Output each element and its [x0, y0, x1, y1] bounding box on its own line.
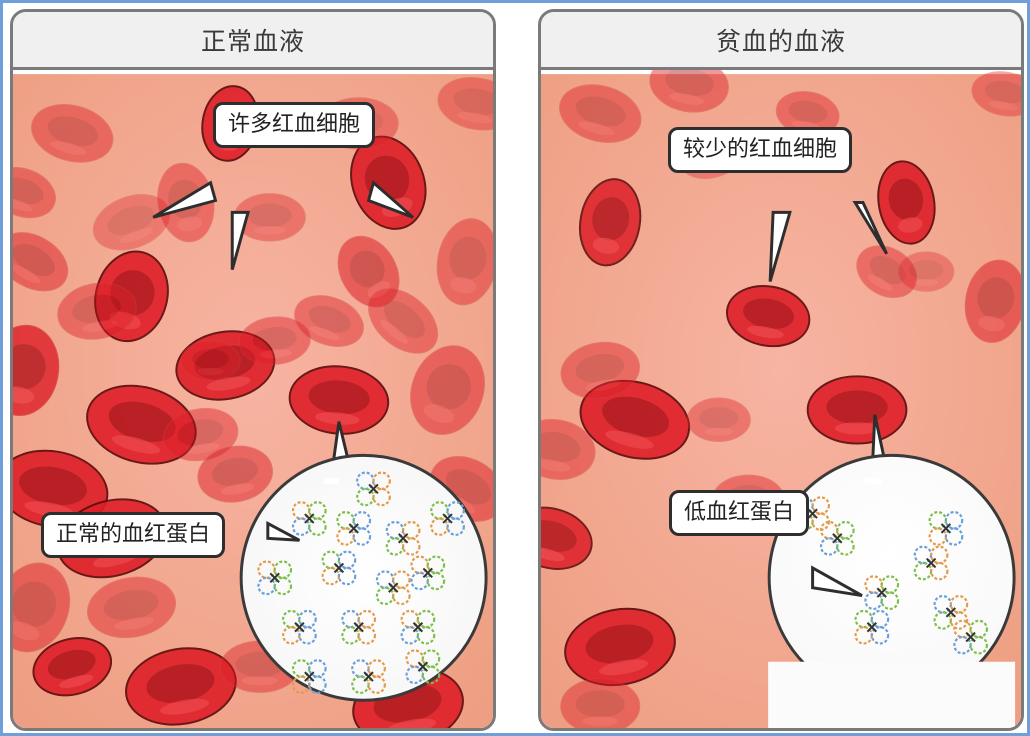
- hemoglobin-molecule: [430, 501, 465, 536]
- red-blood-cell: [564, 607, 676, 687]
- panel-normal-blood: 正常血液: [10, 9, 496, 731]
- red-blood-cell: [86, 384, 197, 465]
- red-blood-cell: [559, 84, 642, 143]
- red-blood-cell: [541, 506, 593, 570]
- red-blood-cell: [175, 330, 276, 401]
- red-blood-cell: [898, 251, 955, 292]
- red-blood-cell: [288, 365, 390, 435]
- red-blood-cell: [162, 407, 239, 462]
- hemoglobin-molecule: [291, 659, 327, 694]
- label-many-red-cells: 许多红血细胞: [213, 102, 376, 148]
- callout-tail: [230, 210, 251, 271]
- red-blood-cell: [86, 576, 177, 639]
- red-blood-cell: [13, 167, 56, 219]
- blood-scene: [13, 74, 493, 728]
- hemoglobin-molecule: [356, 471, 391, 507]
- red-blood-cell: [337, 235, 400, 308]
- hemoglobin-molecule: [351, 659, 386, 694]
- red-blood-cell: [856, 245, 917, 299]
- callout-tail: [768, 210, 792, 282]
- hemoglobin-zoom-circle: [239, 453, 488, 702]
- red-blood-cell: [541, 418, 596, 480]
- hemoglobin-molecule: [400, 609, 436, 645]
- red-blood-cell: [13, 324, 60, 417]
- callout-tail: [852, 201, 889, 255]
- red-blood-cell: [560, 341, 640, 399]
- hemoglobin-molecule: [321, 550, 357, 586]
- red-blood-cell: [294, 295, 364, 347]
- red-blood-cell: [125, 647, 237, 726]
- red-blood-cell: [238, 316, 311, 366]
- red-blood-cell: [13, 449, 109, 529]
- hemoglobin-molecule: [375, 570, 411, 606]
- callout-tail: [266, 521, 301, 542]
- hemoglobin-molecule: [257, 560, 293, 596]
- label-fewer-red-cells: 较少的红血细胞: [668, 127, 853, 173]
- hemoglobin-molecule: [928, 511, 964, 546]
- red-blood-cell: [964, 259, 1021, 343]
- callout-tail: [152, 180, 218, 219]
- red-blood-cell: [971, 71, 1021, 117]
- panel-title: 贫血的血液: [541, 12, 1021, 70]
- hemoglobin-molecule: [405, 649, 441, 685]
- hemoglobin-molecule: [291, 501, 327, 536]
- hemoglobin-molecule: [282, 609, 317, 645]
- hemoglobin-molecule: [410, 555, 446, 591]
- panel-anemic-blood: 贫血的血液 较少的红血细胞 低血红蛋: [538, 9, 1024, 731]
- label-normal-hemoglobin: 正常的血红蛋白: [41, 512, 226, 558]
- label-low-hemoglobin: 低血红蛋白: [669, 490, 810, 536]
- red-blood-cell: [806, 375, 908, 445]
- red-blood-cell: [233, 193, 306, 242]
- red-blood-cell: [92, 194, 171, 251]
- red-blood-cell: [32, 637, 113, 697]
- red-blood-cell: [31, 104, 114, 163]
- red-blood-cell: [579, 178, 642, 267]
- red-blood-cell: [94, 250, 169, 343]
- red-blood-cell: [649, 70, 729, 113]
- red-blood-cell: [197, 445, 273, 503]
- hemoglobin-molecule: [854, 609, 890, 645]
- red-blood-cell: [13, 562, 71, 653]
- callout-tail: [366, 180, 414, 219]
- red-blood-cell: [57, 282, 137, 340]
- red-blood-cell: [436, 218, 493, 306]
- callout-tail: [811, 565, 863, 598]
- hemoglobin-molecule: [341, 609, 377, 645]
- hemoglobin-molecule: [336, 511, 372, 546]
- zoom-fade: [768, 661, 1016, 728]
- hemoglobin-molecule: [385, 520, 421, 556]
- red-blood-cell: [410, 345, 485, 436]
- hemoglobin-molecule: [953, 619, 989, 655]
- red-blood-cell: [579, 379, 691, 460]
- blood-scene: [541, 70, 1021, 728]
- red-blood-cell: [560, 678, 641, 728]
- red-blood-cell: [725, 285, 811, 348]
- red-blood-cell: [877, 160, 936, 245]
- hemoglobin-molecule: [913, 545, 949, 581]
- hemoglobin-molecule: [819, 520, 855, 556]
- red-blood-cell: [686, 397, 751, 442]
- hemoglobin-molecule: [864, 575, 900, 610]
- hemoglobin-molecule: [933, 594, 969, 630]
- panel-title: 正常血液: [13, 12, 493, 70]
- red-blood-cell: [437, 77, 493, 131]
- red-blood-cell: [13, 232, 69, 292]
- red-blood-cell: [180, 340, 241, 381]
